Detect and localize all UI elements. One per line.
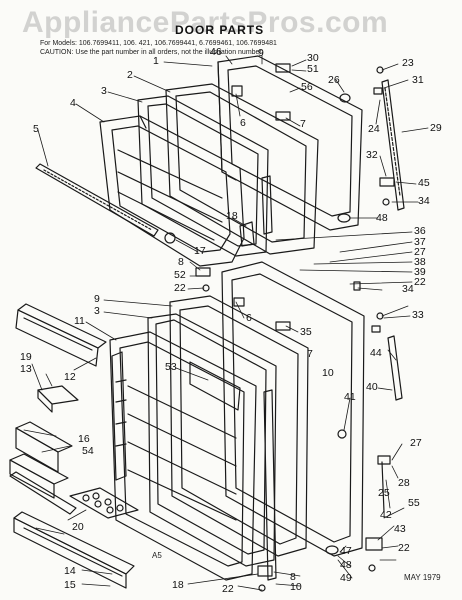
callout-15: 15 bbox=[64, 579, 76, 591]
callout-22-lower: 22 bbox=[174, 282, 186, 294]
freezer-shelf-rail bbox=[35, 163, 159, 237]
lower-leader-lines bbox=[23, 261, 411, 591]
callout-35: 35 bbox=[300, 326, 312, 338]
callout-28: 28 bbox=[398, 477, 410, 489]
callout-49: 49 bbox=[340, 572, 352, 584]
callout-30: 30 bbox=[307, 52, 319, 64]
butter-door bbox=[15, 303, 107, 367]
callout-18-bottom: 18 bbox=[172, 579, 184, 591]
callout-41: 41 bbox=[344, 391, 356, 403]
callout-42: 42 bbox=[380, 509, 392, 521]
lower-shelf-rail bbox=[9, 471, 77, 515]
callout-7: 7 bbox=[300, 118, 306, 130]
callout-13: 13 bbox=[20, 363, 32, 375]
callout-10: 10 bbox=[322, 367, 334, 379]
callout-11: 11 bbox=[74, 315, 85, 327]
callout-29: 29 bbox=[430, 122, 442, 134]
callout-10-bottom: 10 bbox=[290, 581, 302, 593]
callout-43: 43 bbox=[394, 523, 406, 535]
callout-23: 23 bbox=[402, 57, 414, 69]
callout-47: 47 bbox=[340, 545, 352, 557]
fresh-food-breaker-frame bbox=[147, 313, 277, 567]
callout-14: 14 bbox=[64, 565, 76, 577]
callout-12: 12 bbox=[64, 371, 76, 383]
callout-6-lower: 6 bbox=[246, 312, 252, 324]
freezer-hinge-parts bbox=[164, 63, 351, 247]
callout-22-bottom: 22 bbox=[222, 583, 234, 595]
callout-3-lower: 3 bbox=[94, 305, 100, 317]
callout-6: 6 bbox=[240, 117, 246, 129]
callout-8-bottom: 8 bbox=[290, 571, 296, 583]
freezer-handle-assembly bbox=[337, 66, 405, 223]
diagram-title: DOOR PARTS bbox=[175, 23, 265, 37]
freezer-door-liner bbox=[99, 115, 245, 267]
callout-34: 34 bbox=[418, 195, 430, 207]
callout-19: 19 bbox=[20, 351, 32, 363]
callout-55: 55 bbox=[408, 497, 420, 509]
freezer-outer-door-panel bbox=[217, 55, 363, 231]
callout-24: 24 bbox=[368, 123, 380, 135]
callout-8: 8 bbox=[178, 256, 184, 268]
callout-32: 32 bbox=[366, 149, 378, 161]
egg-tray bbox=[37, 385, 79, 413]
callout-44: 44 bbox=[370, 347, 382, 359]
egg-holder bbox=[69, 487, 139, 519]
callout-22: 22 bbox=[414, 276, 426, 288]
caution-line: CAUTION: Use the part number in all orde… bbox=[40, 49, 264, 56]
callout-5: 5 bbox=[33, 123, 39, 135]
callout-9: 9 bbox=[258, 47, 264, 59]
callout-48-lower: 48 bbox=[340, 559, 352, 571]
callout-45: 45 bbox=[418, 177, 430, 189]
upper-leader-lines bbox=[37, 55, 429, 285]
callout-54: 54 bbox=[82, 445, 94, 457]
callout-36: 36 bbox=[414, 225, 426, 237]
callout-51: 51 bbox=[307, 63, 319, 75]
callout-27-lower: 27 bbox=[410, 437, 422, 449]
callout-39: 39 bbox=[414, 266, 426, 278]
bottom-shelf-rail bbox=[13, 511, 135, 589]
callout-27: 27 bbox=[414, 246, 426, 258]
fresh-food-door-gasket bbox=[169, 295, 309, 557]
fresh-food-outer-door-panel bbox=[221, 261, 365, 557]
callout-7-lower: 7 bbox=[307, 348, 313, 360]
callout-9-lower: 9 bbox=[94, 293, 100, 305]
callout-34-lower: 34 bbox=[402, 283, 414, 295]
date-stamp: MAY 1979 bbox=[404, 573, 441, 582]
figure-code: A5 bbox=[152, 551, 162, 560]
callout-33: 33 bbox=[412, 309, 424, 321]
callout-3: 3 bbox=[101, 85, 107, 97]
callout-46: 46 bbox=[210, 46, 222, 58]
callout-17: 17 bbox=[194, 245, 206, 257]
callout-48: 48 bbox=[376, 212, 388, 224]
callout-52: 52 bbox=[174, 269, 186, 281]
callout-53: 53 bbox=[165, 361, 177, 373]
fresh-food-door-liner bbox=[109, 331, 257, 581]
callout-20: 20 bbox=[72, 521, 84, 533]
callout-56: 56 bbox=[301, 81, 313, 93]
fresh-food-hinge-parts bbox=[195, 267, 361, 592]
door-shelf-basket bbox=[9, 421, 73, 499]
callout-31: 31 bbox=[412, 74, 424, 86]
freezer-breaker-frame bbox=[137, 95, 269, 257]
watermark-text: AppliancePartsPros.com bbox=[22, 6, 389, 39]
callout-26: 26 bbox=[328, 74, 340, 86]
callout-18: 18 bbox=[226, 210, 238, 222]
callout-1: 1 bbox=[153, 55, 159, 67]
callout-38: 38 bbox=[414, 256, 426, 268]
callout-37: 37 bbox=[414, 236, 426, 248]
callout-40: 40 bbox=[366, 381, 378, 393]
models-line: For Models: 106.7699411, 106. 421, 106.7… bbox=[40, 40, 277, 47]
callout-4: 4 bbox=[70, 97, 76, 109]
callout-16: 16 bbox=[78, 433, 90, 445]
callout-25: 25 bbox=[378, 487, 390, 499]
callout-22-bottom-right: 22 bbox=[398, 542, 410, 554]
callout-2: 2 bbox=[127, 69, 133, 81]
